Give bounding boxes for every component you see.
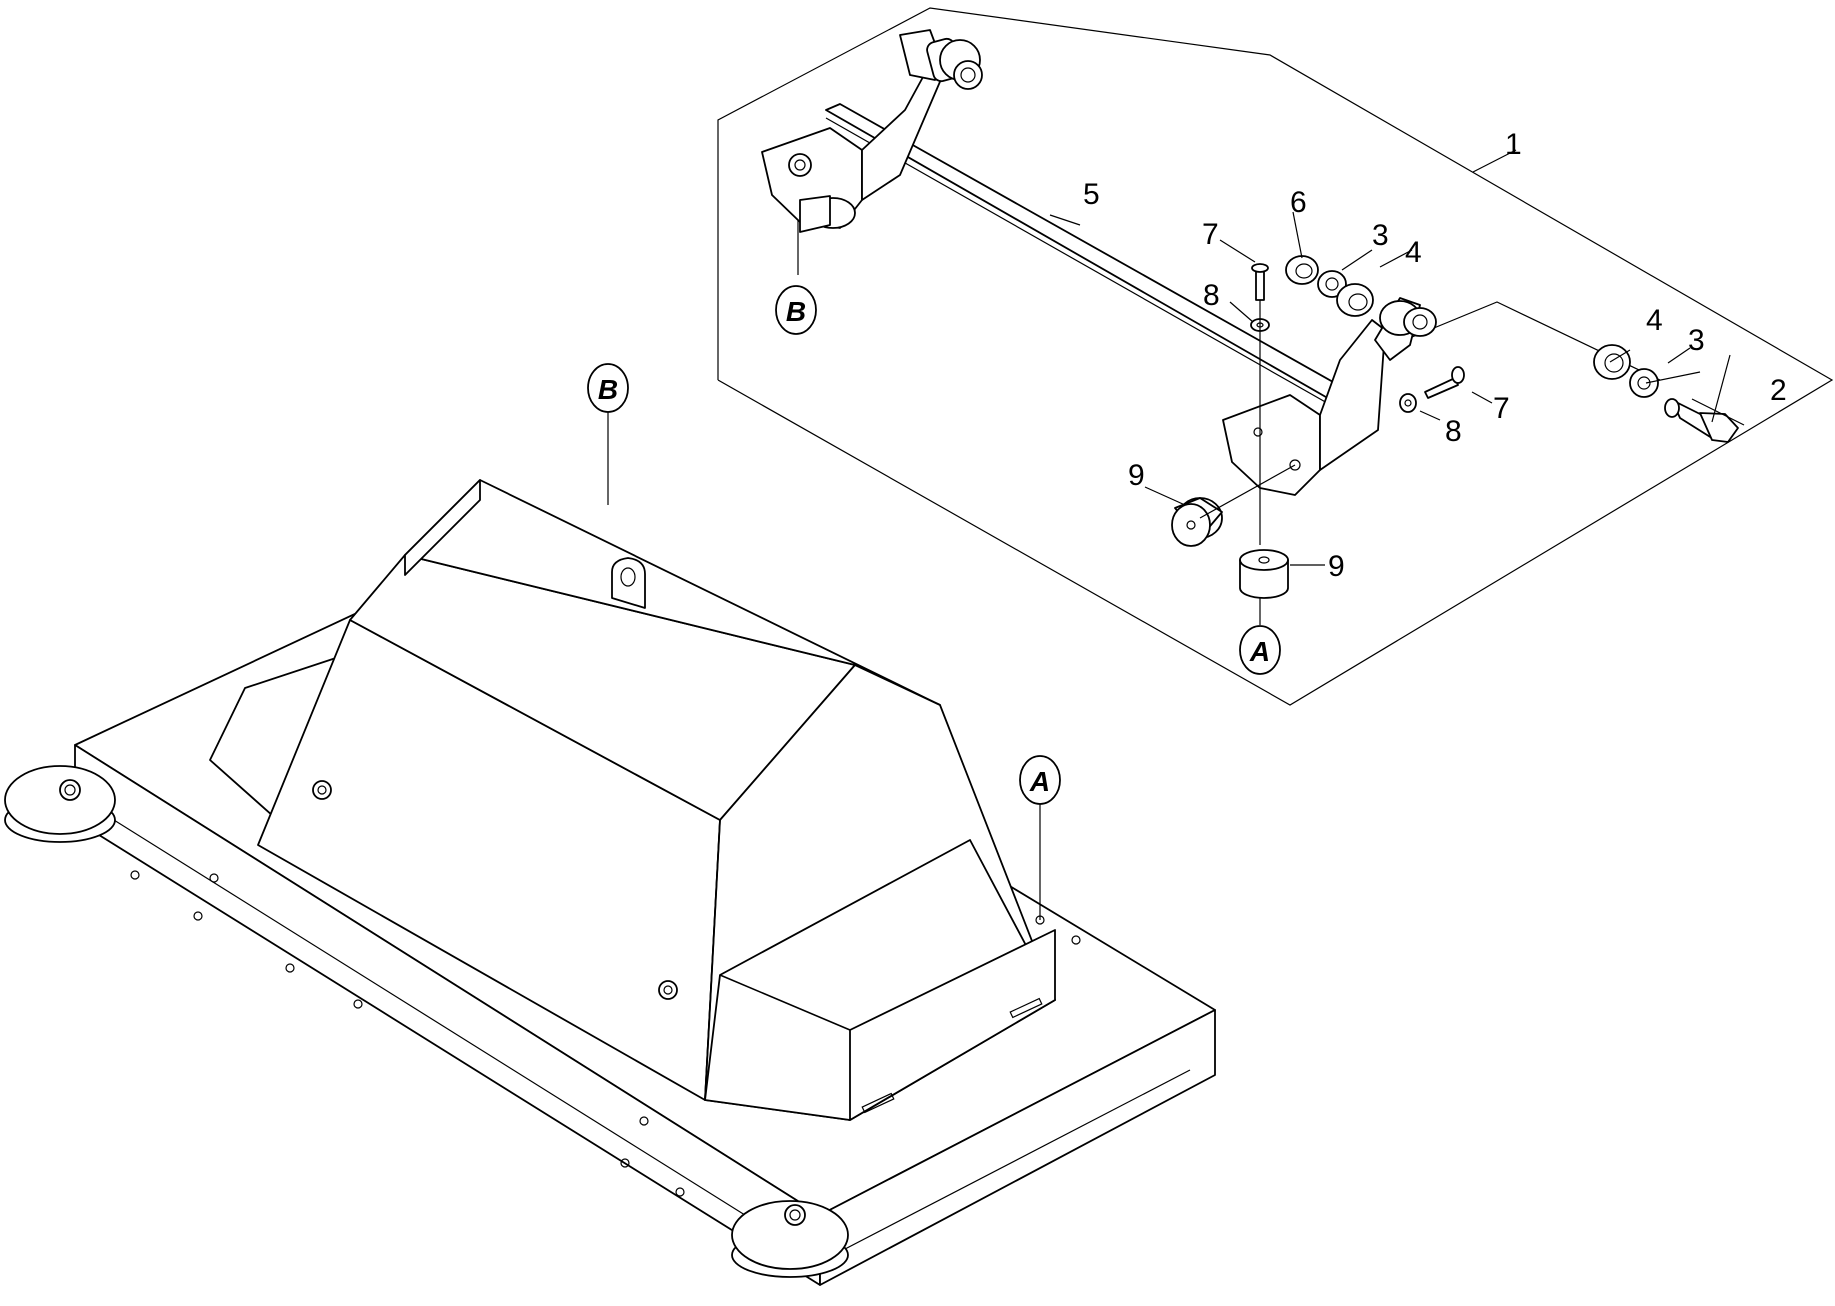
- callout-8-right: 8: [1445, 415, 1462, 448]
- callout-8-top: 8: [1203, 279, 1220, 312]
- vent-slot-2: [1009, 997, 1043, 1019]
- bushing-right: [1593, 344, 1631, 380]
- corner-wheel-left: [4, 765, 116, 843]
- vent-slot-1: [861, 1092, 895, 1114]
- housing-top-box-front: [404, 479, 481, 576]
- plate-side-holes: [130, 870, 1081, 1197]
- bumper-right: [1239, 549, 1289, 599]
- lifting-eye: [611, 557, 646, 609]
- ref-tag-a-lower: A: [1019, 755, 1061, 805]
- ref-tag-a-upper: A: [1239, 625, 1281, 675]
- callout-1: 1: [1505, 128, 1522, 161]
- cover-screw-upper: [312, 780, 332, 800]
- leader-lines: [1049, 149, 1745, 566]
- cover-screw-lower: [658, 980, 678, 1000]
- ref-tag-b-lower: B: [587, 363, 629, 413]
- callout-3-right: 3: [1688, 324, 1705, 357]
- pin-top: [1251, 263, 1269, 301]
- callout-2: 2: [1770, 374, 1787, 407]
- bolt: [1664, 398, 1739, 443]
- callout-6: 6: [1290, 186, 1307, 219]
- pin-right: [1424, 366, 1465, 399]
- callout-4-right: 4: [1646, 304, 1663, 337]
- bushing-left: [1336, 283, 1374, 317]
- washer-left: [1317, 270, 1347, 298]
- callout-7-right: 7: [1493, 392, 1510, 425]
- small-washer-right: [1399, 393, 1417, 413]
- bracket-right: [1222, 297, 1437, 496]
- assembly-boundary: [717, 7, 1834, 706]
- housing-right-extension-front: [849, 929, 1056, 1121]
- ref-tag-b-upper: B: [775, 285, 817, 335]
- callout-4-left: 4: [1405, 236, 1422, 269]
- callout-3-left: 3: [1372, 219, 1389, 252]
- tube-assembly: [761, 29, 1739, 625]
- callout-5: 5: [1083, 178, 1100, 211]
- svg-text:A: A: [1249, 636, 1270, 667]
- svg-text:A: A: [1029, 766, 1050, 797]
- svg-text:B: B: [786, 296, 806, 327]
- callout-9-right: 9: [1328, 550, 1345, 583]
- axis-line-bumper: [1199, 464, 1296, 519]
- washer-right: [1629, 368, 1659, 398]
- svg-text:B: B: [598, 374, 618, 405]
- bracket-left: [761, 29, 983, 233]
- bumper-left: [1171, 497, 1223, 547]
- callout-9-left: 9: [1128, 459, 1145, 492]
- nut: [1285, 255, 1319, 285]
- housing-cover: [209, 479, 1056, 1121]
- callout-7-top: 7: [1202, 218, 1219, 251]
- corner-wheel-right: [731, 1200, 849, 1278]
